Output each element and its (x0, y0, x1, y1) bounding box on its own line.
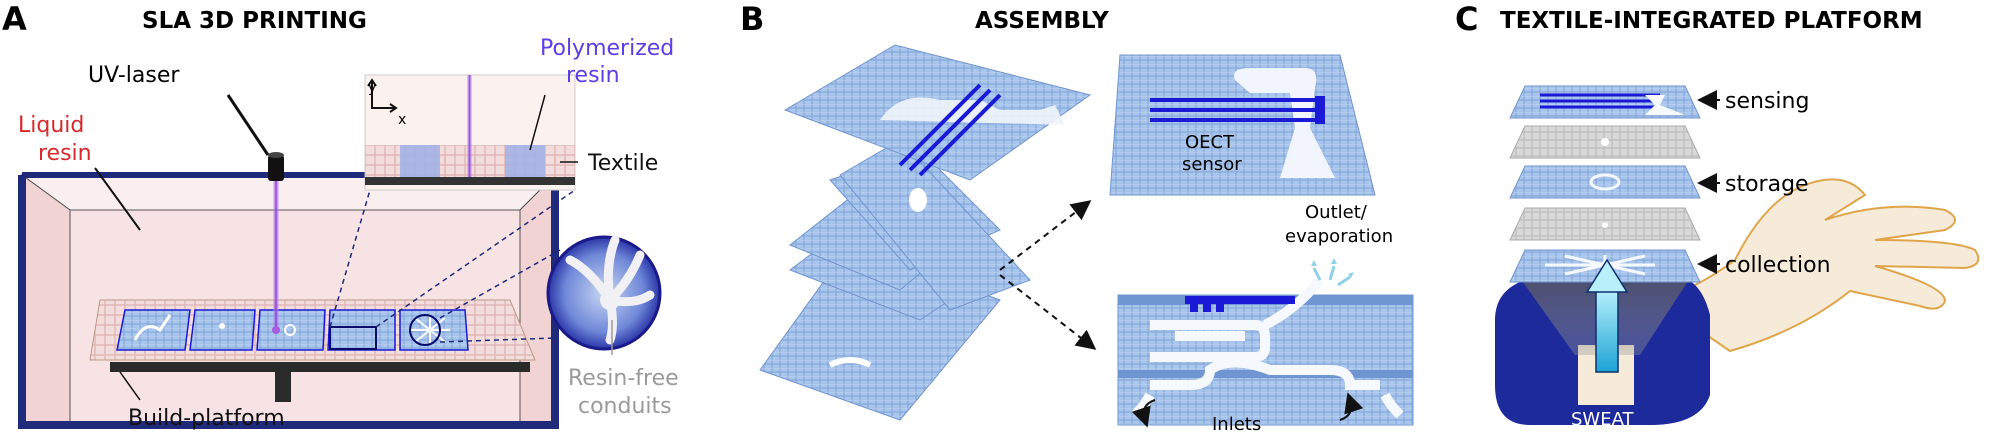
panel-b-letter: B (740, 0, 764, 38)
panel-c: C TEXTILE-INTEGRATED PLATFORM (1455, 0, 1980, 430)
label-polymerized-1: Polymerized (540, 36, 674, 61)
label-axis-x: x (398, 112, 406, 128)
label-oect-1: OECT (1185, 132, 1235, 153)
panel-c-letter: C (1455, 0, 1478, 38)
leader-liquid-resin (94, 167, 141, 231)
microfluidic-cross-section (1117, 258, 1414, 428)
uv-laser (226, 94, 284, 334)
panel-b: B ASSEMBLY OECT (740, 0, 1414, 435)
label-inlets: Inlets (1212, 414, 1261, 435)
label-textile: Textile (587, 151, 658, 176)
label-liquid-resin-2: resin (38, 141, 92, 166)
label-build-platform: Build-platform (128, 406, 285, 431)
label-polymerized-2: resin (566, 63, 620, 88)
zoom-circle-conduits (439, 235, 662, 351)
panel-a-letter: A (2, 0, 27, 38)
label-liquid-resin-1: Liquid (18, 113, 84, 138)
leader-build-platform (119, 371, 141, 401)
printed-patches (116, 309, 469, 351)
connector-inset-left (329, 189, 371, 328)
leader-polymerized (529, 94, 546, 151)
arrow-to-sensor (999, 200, 1092, 271)
label-sensing: sensing (1725, 89, 1809, 114)
panel-a: A SLA 3D PRINTING (2, 0, 679, 431)
panel-c-title: TEXTILE-INTEGRATED PLATFORM (1500, 8, 1923, 34)
label-axis-y: y (368, 80, 376, 96)
label-oect-2: sensor (1182, 154, 1242, 175)
label-collection: collection (1725, 253, 1831, 278)
label-outlet-1: Outlet/ (1305, 202, 1368, 223)
layer-labels (1697, 90, 1720, 274)
sweat-arrow (1585, 258, 1629, 373)
label-resin-free-1: Resin-free (568, 366, 679, 391)
layer-storage (1509, 165, 1701, 199)
folded-layer-stack (759, 44, 1092, 421)
platform-layer-stack (1509, 85, 1701, 283)
arrow-to-cross-section (999, 274, 1097, 350)
hand-illustration (1652, 178, 1980, 353)
label-uv-laser: UV-laser (88, 63, 180, 88)
label-outlet-2: evaporation (1285, 226, 1393, 247)
panel-b-title: ASSEMBLY (975, 8, 1109, 34)
label-storage: storage (1725, 172, 1809, 197)
panel-a-title: SLA 3D PRINTING (142, 8, 367, 34)
build-platform-stem (275, 372, 291, 402)
label-resin-free-2: conduits (578, 394, 672, 419)
build-platform-bar (110, 362, 530, 372)
label-sweat: SWEAT (1571, 409, 1635, 430)
oect-sensor-layer (1109, 54, 1376, 196)
connector-inset-right (375, 189, 576, 328)
inset-cross-section (364, 74, 576, 191)
